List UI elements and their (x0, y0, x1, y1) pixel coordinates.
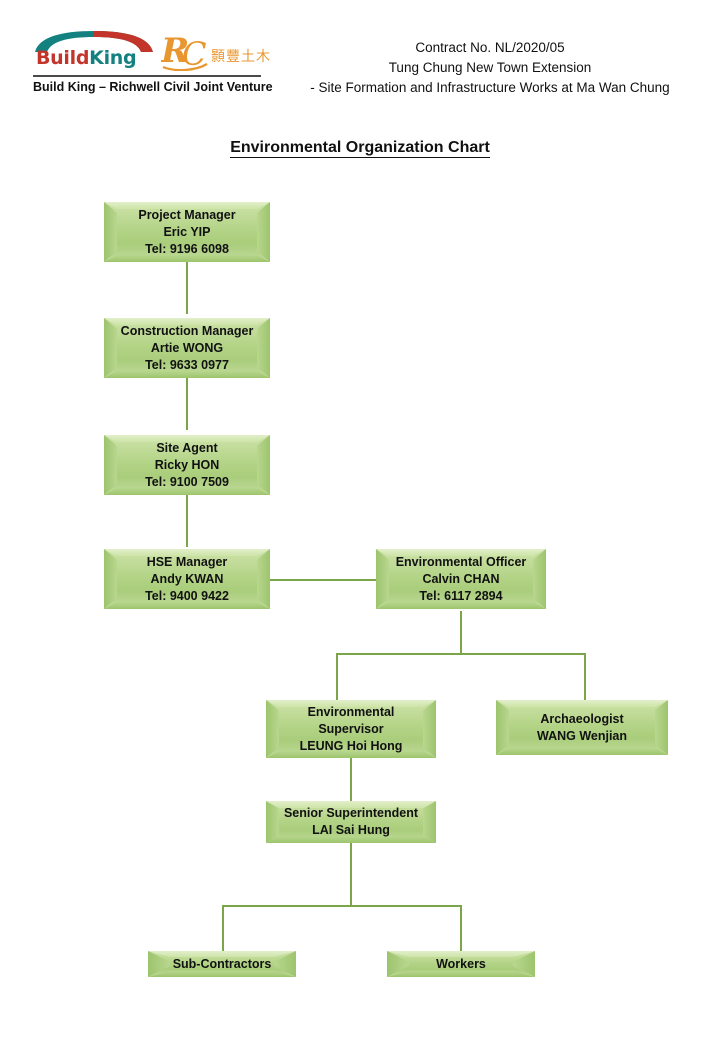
node-environmental-officer[interactable]: Environmental Officer Calvin CHAN Tel: 6… (376, 549, 546, 609)
richwell-civil-logo: R C 顥豐土木 (161, 30, 281, 74)
joint-venture-name: Build King – Richwell Civil Joint Ventur… (33, 80, 273, 94)
node-construction-manager[interactable]: Construction Manager Artie WONG Tel: 963… (104, 318, 270, 378)
node-label: Environmental Supervisor LEUNG Hoi Hong (299, 704, 403, 753)
contract-number: Contract No. NL/2020/05 (415, 40, 565, 55)
contract-info: Contract No. NL/2020/05 Tung Chung New T… (290, 38, 690, 98)
rc-monogram-icon: R C (161, 31, 208, 71)
node-label: Sub-Contractors (172, 956, 272, 971)
node-environmental-supervisor[interactable]: Environmental Supervisor LEUNG Hoi Hong (266, 700, 436, 758)
node-hse-manager[interactable]: HSE Manager Andy KWAN Tel: 9400 9422 (104, 549, 270, 609)
project-scope: - Site Formation and Infrastructure Work… (310, 80, 670, 95)
node-site-agent[interactable]: Site Agent Ricky HON Tel: 9100 7509 (104, 435, 270, 495)
bevel-top (496, 700, 668, 707)
node-label: HSE Manager Andy KWAN Tel: 9400 9422 (145, 554, 229, 603)
connector-ss-bus (222, 905, 462, 907)
node-label: Senior Superintendent LAI Sai Hung (283, 806, 419, 837)
connector-pm-to-cm (186, 262, 188, 314)
connector-cm-to-sa (186, 378, 188, 430)
node-label: Site Agent Ricky HON Tel: 9100 7509 (145, 440, 229, 489)
build-king-king-text: King (89, 47, 137, 69)
build-king-logo: BuildKing (33, 30, 155, 74)
node-label: Construction Manager Artie WONG Tel: 963… (120, 323, 254, 372)
build-king-wordmark: BuildKing (36, 47, 137, 69)
connector-sa-to-hse (186, 495, 188, 547)
page-title-text: Environmental Organization Chart (230, 139, 490, 158)
rc-chinese-name: 顥豐土木 (211, 49, 271, 65)
node-senior-superintendent[interactable]: Senior Superintendent LAI Sai Hung (266, 801, 436, 843)
build-king-build-text: Build (36, 47, 90, 69)
connector-hse-to-eo (270, 579, 376, 581)
svg-text:C: C (182, 35, 206, 71)
logo-marks: BuildKing R C 顥豐土木 (33, 30, 283, 74)
arch-icon (35, 31, 153, 52)
node-archaeologist[interactable]: Archaeologist WANG Wenjian (496, 700, 668, 755)
node-workers[interactable]: Workers (387, 951, 535, 977)
connector-bus-to-arch (584, 653, 586, 701)
logo-divider (33, 75, 261, 77)
node-label: Workers (436, 956, 486, 971)
connector-bus-to-es (336, 653, 338, 701)
connector-es-to-ss (350, 758, 352, 802)
connector-eo-bus (336, 653, 586, 655)
bevel-bottom (496, 748, 668, 755)
node-label: Project Manager Eric YIP Tel: 9196 6098 (138, 207, 236, 256)
connector-ss-drop (350, 843, 352, 906)
logo-block: BuildKing R C 顥豐土木 Build King – Richwell… (33, 30, 283, 94)
page-header: BuildKing R C 顥豐土木 Build King – Richwell… (0, 0, 720, 118)
page-title: Environmental Organization Chart (0, 139, 720, 158)
svg-text:R: R (161, 31, 189, 71)
connector-bus-to-subcon (222, 905, 224, 951)
node-label: Archaeologist WANG Wenjian (536, 711, 628, 743)
project-name: Tung Chung New Town Extension (388, 60, 592, 75)
node-project-manager[interactable]: Project Manager Eric YIP Tel: 9196 6098 (104, 202, 270, 262)
connector-bus-to-workers (460, 905, 462, 951)
node-label: Environmental Officer Calvin CHAN Tel: 6… (395, 554, 527, 603)
connector-eo-drop (460, 611, 462, 655)
node-sub-contractors[interactable]: Sub-Contractors (148, 951, 296, 977)
